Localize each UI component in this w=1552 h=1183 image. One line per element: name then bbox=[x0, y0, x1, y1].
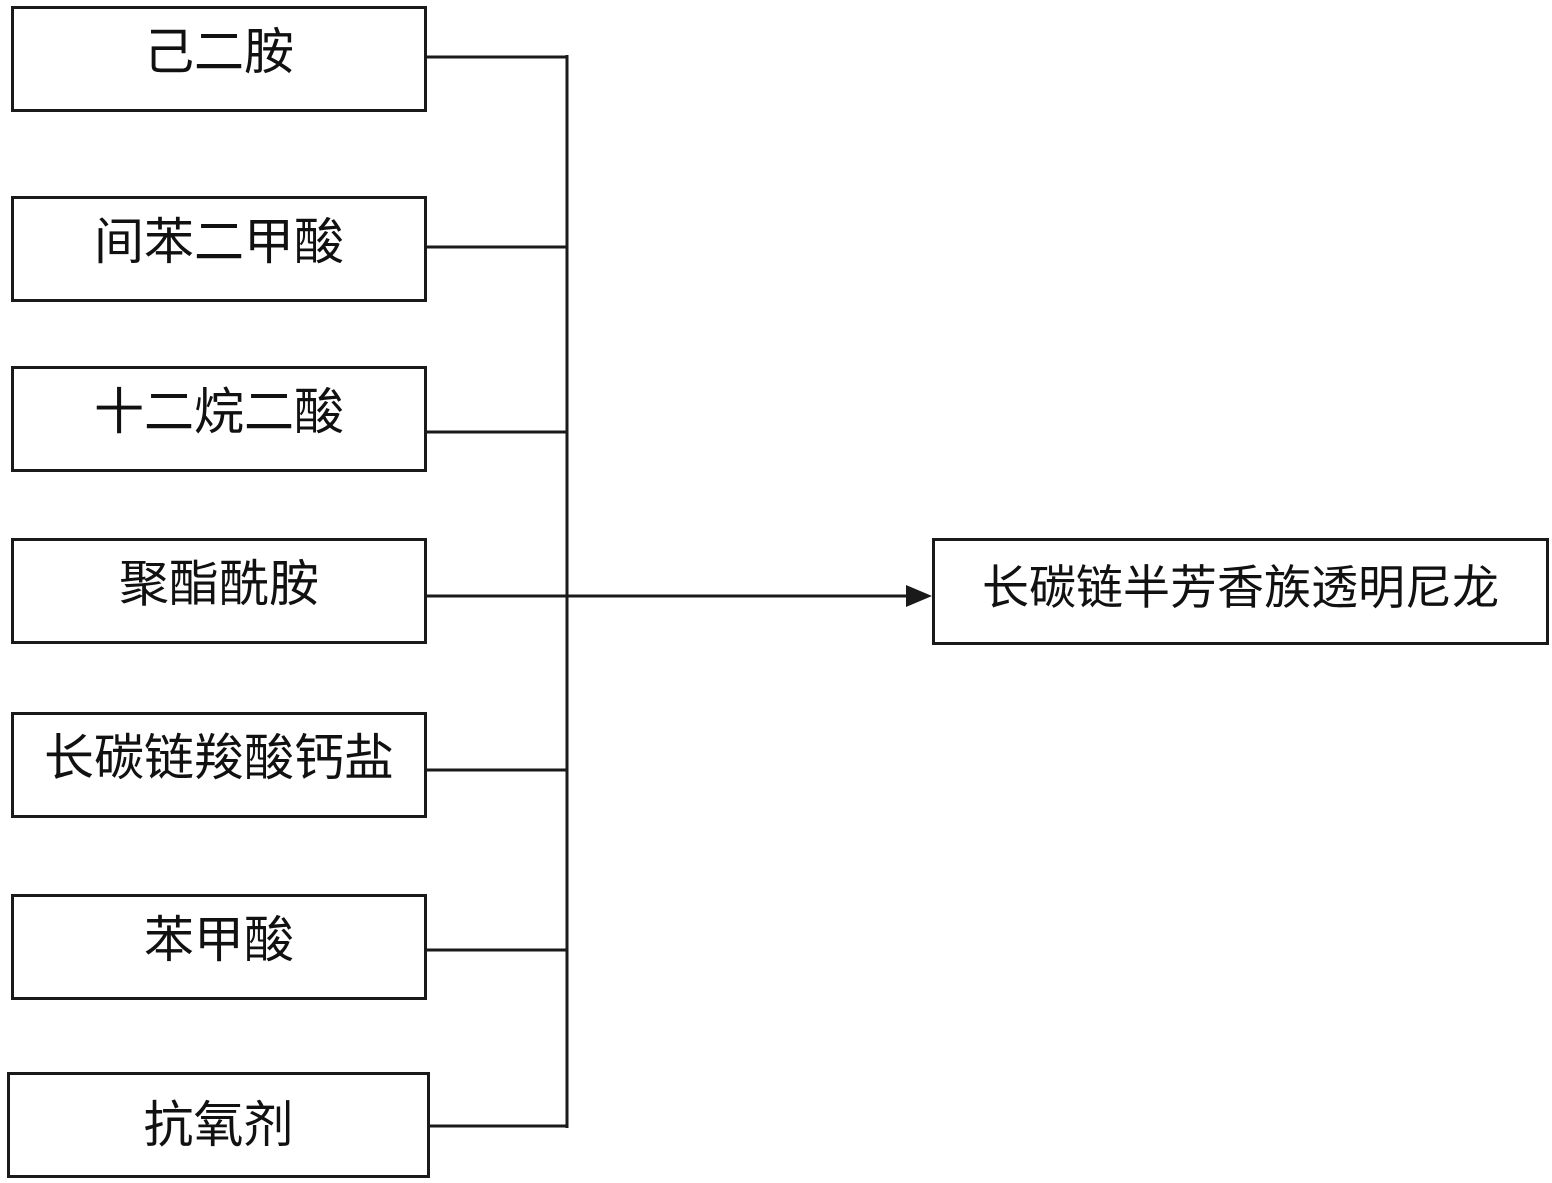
input-box-dodecanedioic-acid: 十二烷二酸 bbox=[11, 366, 427, 472]
input-box-benzoic-acid: 苯甲酸 bbox=[11, 894, 427, 1000]
input-label: 抗氧剂 bbox=[144, 1100, 294, 1150]
input-label: 间苯二甲酸 bbox=[94, 217, 344, 267]
input-box-polyesteramide: 聚酯酰胺 bbox=[11, 538, 427, 644]
input-label: 十二烷二酸 bbox=[94, 387, 344, 437]
input-label: 聚酯酰胺 bbox=[119, 559, 319, 609]
input-box-antioxidant: 抗氧剂 bbox=[7, 1072, 430, 1178]
output-box-transparent-nylon: 长碳链半芳香族透明尼龙 bbox=[932, 538, 1549, 645]
input-label: 长碳链羧酸钙盐 bbox=[44, 733, 394, 783]
input-box-calcium-carboxylate: 长碳链羧酸钙盐 bbox=[11, 712, 427, 818]
input-label: 苯甲酸 bbox=[144, 915, 294, 965]
input-box-hexamethylenediamine: 己二胺 bbox=[11, 6, 427, 112]
input-box-isophthalic-acid: 间苯二甲酸 bbox=[11, 196, 427, 302]
output-arrowhead bbox=[906, 585, 932, 607]
output-label: 长碳链半芳香族透明尼龙 bbox=[982, 565, 1499, 612]
input-label: 己二胺 bbox=[144, 27, 294, 77]
